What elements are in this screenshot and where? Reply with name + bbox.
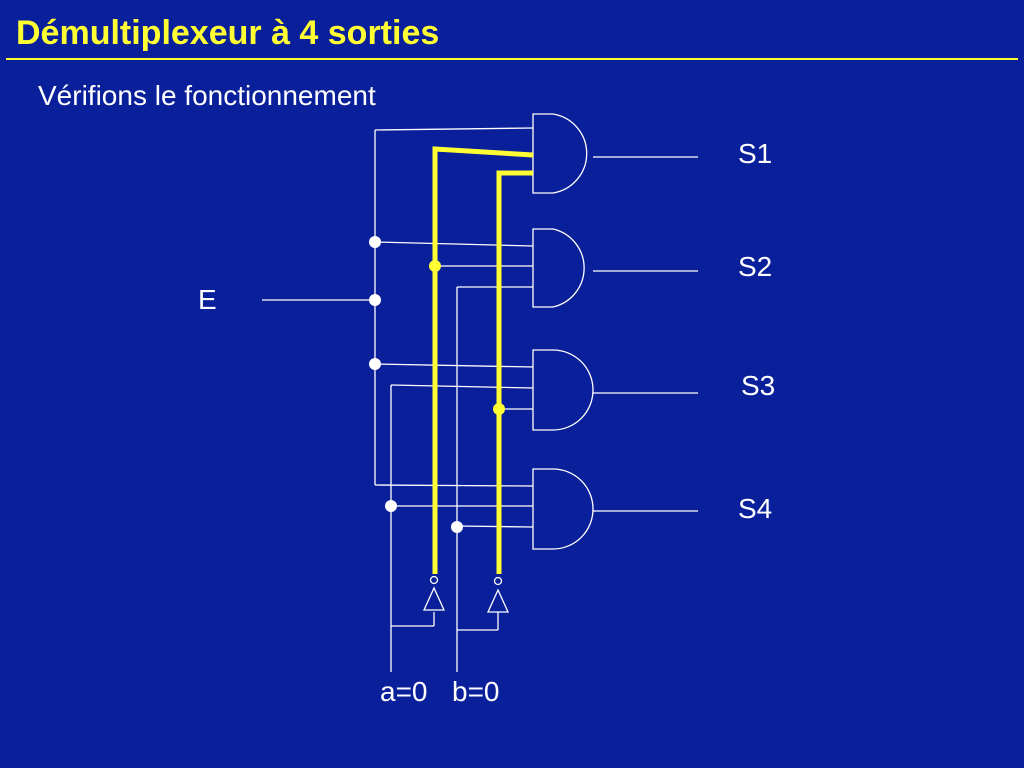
active-path-a-bar <box>432 146 534 574</box>
output-s3-label: S3 <box>741 370 776 401</box>
output-s2-label: S2 <box>738 251 773 282</box>
and-gate-4 <box>532 468 594 550</box>
inverter-a <box>422 586 446 611</box>
and-gate-1 <box>532 113 588 194</box>
select-b-label: b=0 <box>452 676 500 707</box>
slide-title: Démultiplexeur à 4 sorties <box>16 14 440 52</box>
and-gate-3 <box>532 349 594 431</box>
slide-subtitle: Vérifions le fonctionnement <box>38 80 376 111</box>
output-s4-label: S4 <box>738 493 773 524</box>
output-s1-label: S1 <box>738 138 773 169</box>
title-divider <box>6 58 1018 60</box>
and-gate-2 <box>532 228 585 308</box>
active-path-b-bar <box>496 170 533 574</box>
select-a-label: a=0 <box>380 676 428 707</box>
input-e-label: E <box>198 284 217 315</box>
inverter-b <box>486 588 510 613</box>
